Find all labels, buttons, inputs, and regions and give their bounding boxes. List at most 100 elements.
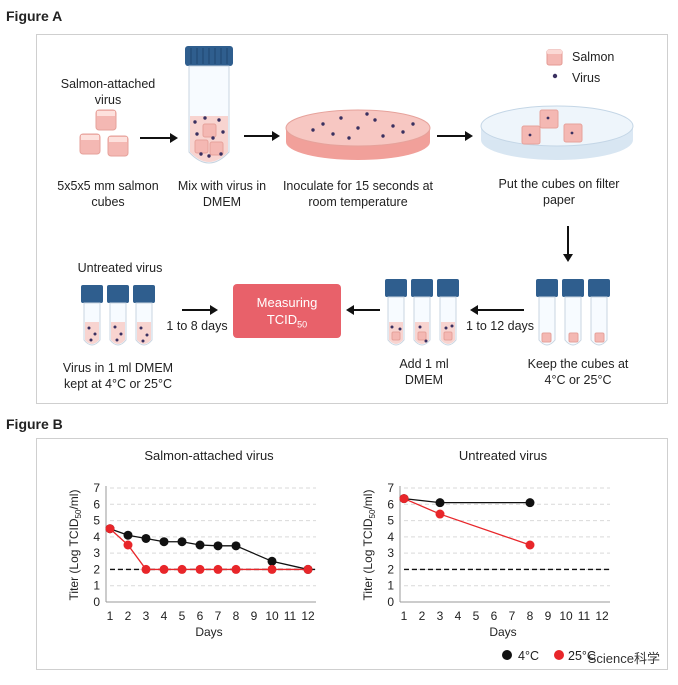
x-tick-label: 7 xyxy=(509,609,516,623)
x-tick-label: 7 xyxy=(215,609,222,623)
y-axis-label: Titer (Log TCID50/ml) xyxy=(361,490,377,601)
keep-cubes-label: Keep the cubes at 4°C or 25°C xyxy=(527,357,629,387)
days-12-label: 1 to 12 days xyxy=(465,319,535,333)
data-point xyxy=(159,564,169,574)
data-point xyxy=(159,537,169,547)
legend-black-label: 4°C xyxy=(518,649,539,663)
data-point xyxy=(177,564,187,574)
dmem-tubes-icon xyxy=(385,279,459,346)
x-tick-label: 8 xyxy=(233,609,240,623)
x-tick-label: 4 xyxy=(455,609,462,623)
cubes-size-label: 5x5x5 mm salmon cubes xyxy=(57,179,159,209)
data-point xyxy=(213,564,223,574)
x-tick-label: 3 xyxy=(143,609,150,623)
y-tick-label: 4 xyxy=(387,530,394,544)
x-tick-label: 6 xyxy=(491,609,498,623)
series-line xyxy=(109,528,309,571)
data-point xyxy=(141,533,151,543)
y-tick-label: 7 xyxy=(387,481,394,495)
legend-virus-label: Virus xyxy=(572,71,601,85)
virus-dmem-label: Virus in 1 ml DMEM kept at 4°C or 25°C xyxy=(62,361,174,391)
y-tick-label: 4 xyxy=(93,530,100,544)
x-tick-label: 9 xyxy=(545,609,552,623)
x-tick-label: 11 xyxy=(284,609,297,623)
legend-red-marker xyxy=(554,650,564,660)
data-point xyxy=(267,556,277,566)
x-tick-label: 12 xyxy=(301,609,315,623)
y-tick-label: 6 xyxy=(93,497,100,511)
data-point xyxy=(435,498,445,508)
watermark-text: Science科学 xyxy=(587,651,660,666)
x-tick-label: 2 xyxy=(419,609,426,623)
series-line xyxy=(403,497,530,504)
measuring-tcid50-box: Measuring TCID50 xyxy=(233,284,341,338)
x-tick-label: 12 xyxy=(595,609,609,623)
y-tick-label: 1 xyxy=(93,579,100,593)
legend-salmon-label: Salmon xyxy=(572,50,615,64)
data-point xyxy=(213,541,223,551)
legend-black-marker xyxy=(502,650,512,660)
y-tick-label: 6 xyxy=(387,497,394,511)
y-tick-label: 1 xyxy=(387,579,394,593)
y-tick-label: 5 xyxy=(387,514,394,528)
y-tick-label: 0 xyxy=(93,595,100,609)
data-point xyxy=(195,564,205,574)
x-tick-label: 2 xyxy=(125,609,132,623)
data-point xyxy=(231,564,241,574)
arrow-right-icon xyxy=(437,131,473,141)
data-point xyxy=(141,564,151,574)
x-tick-label: 3 xyxy=(437,609,444,623)
y-tick-label: 5 xyxy=(93,514,100,528)
mix-virus-label: Mix with virus in DMEM xyxy=(177,179,267,209)
x-tick-label: 10 xyxy=(559,609,573,623)
x-tick-label: 4 xyxy=(161,609,168,623)
x-tick-label: 9 xyxy=(251,609,258,623)
x-axis-label: Days xyxy=(195,625,222,639)
x-tick-label: 8 xyxy=(527,609,534,623)
untreated-virus-label: Untreated virus xyxy=(77,261,163,275)
add-dmem-label: Add 1 ml DMEM xyxy=(399,357,449,387)
filter-paper-dish-icon xyxy=(480,105,634,160)
series-line xyxy=(403,497,531,546)
x-tick-label: 10 xyxy=(265,609,279,623)
tcid50-label: TCID50 xyxy=(266,312,308,330)
data-point xyxy=(195,540,205,550)
salmon-legend-icon xyxy=(546,49,563,66)
arrow-right-icon xyxy=(182,305,218,315)
data-point xyxy=(435,509,445,519)
arrow-right-icon xyxy=(140,133,178,143)
inoculate-label: Inoculate for 15 seconds at room tempera… xyxy=(282,179,434,209)
figure-b-panel xyxy=(36,438,668,670)
data-point xyxy=(105,524,115,534)
measuring-label: Measuring xyxy=(256,295,318,310)
data-point xyxy=(123,540,133,550)
untreated-tubes-icon xyxy=(81,285,155,346)
data-point xyxy=(267,564,277,574)
arrow-down-icon xyxy=(563,226,573,262)
data-point xyxy=(123,530,133,540)
x-tick-label: 6 xyxy=(197,609,204,623)
arrow-left-icon xyxy=(470,305,524,315)
data-point xyxy=(177,537,187,547)
salmon-attached-label: Salmon-attached virus xyxy=(60,77,156,107)
x-tick-label: 1 xyxy=(107,609,114,623)
arrow-right-icon xyxy=(244,131,280,141)
salmon-cubes-icon xyxy=(79,109,129,157)
chart-title: Untreated virus xyxy=(459,448,548,463)
data-point xyxy=(231,541,241,551)
chart-title: Salmon-attached virus xyxy=(144,448,274,463)
legend-red-label: 25°C xyxy=(568,649,596,663)
figure-a-label: Figure A xyxy=(6,8,63,24)
x-tick-label: 11 xyxy=(578,609,591,623)
y-tick-label: 3 xyxy=(387,546,394,560)
y-axis-label: Titer (Log TCID50/ml) xyxy=(67,490,83,601)
arrow-left-icon xyxy=(346,305,380,315)
x-tick-label: 1 xyxy=(401,609,408,623)
x-tick-label: 5 xyxy=(179,609,186,623)
y-tick-label: 2 xyxy=(387,562,394,576)
figure-b-label: Figure B xyxy=(6,416,63,432)
x-tick-label: 5 xyxy=(473,609,480,623)
data-point xyxy=(525,498,535,508)
x-axis-label: Days xyxy=(489,625,516,639)
